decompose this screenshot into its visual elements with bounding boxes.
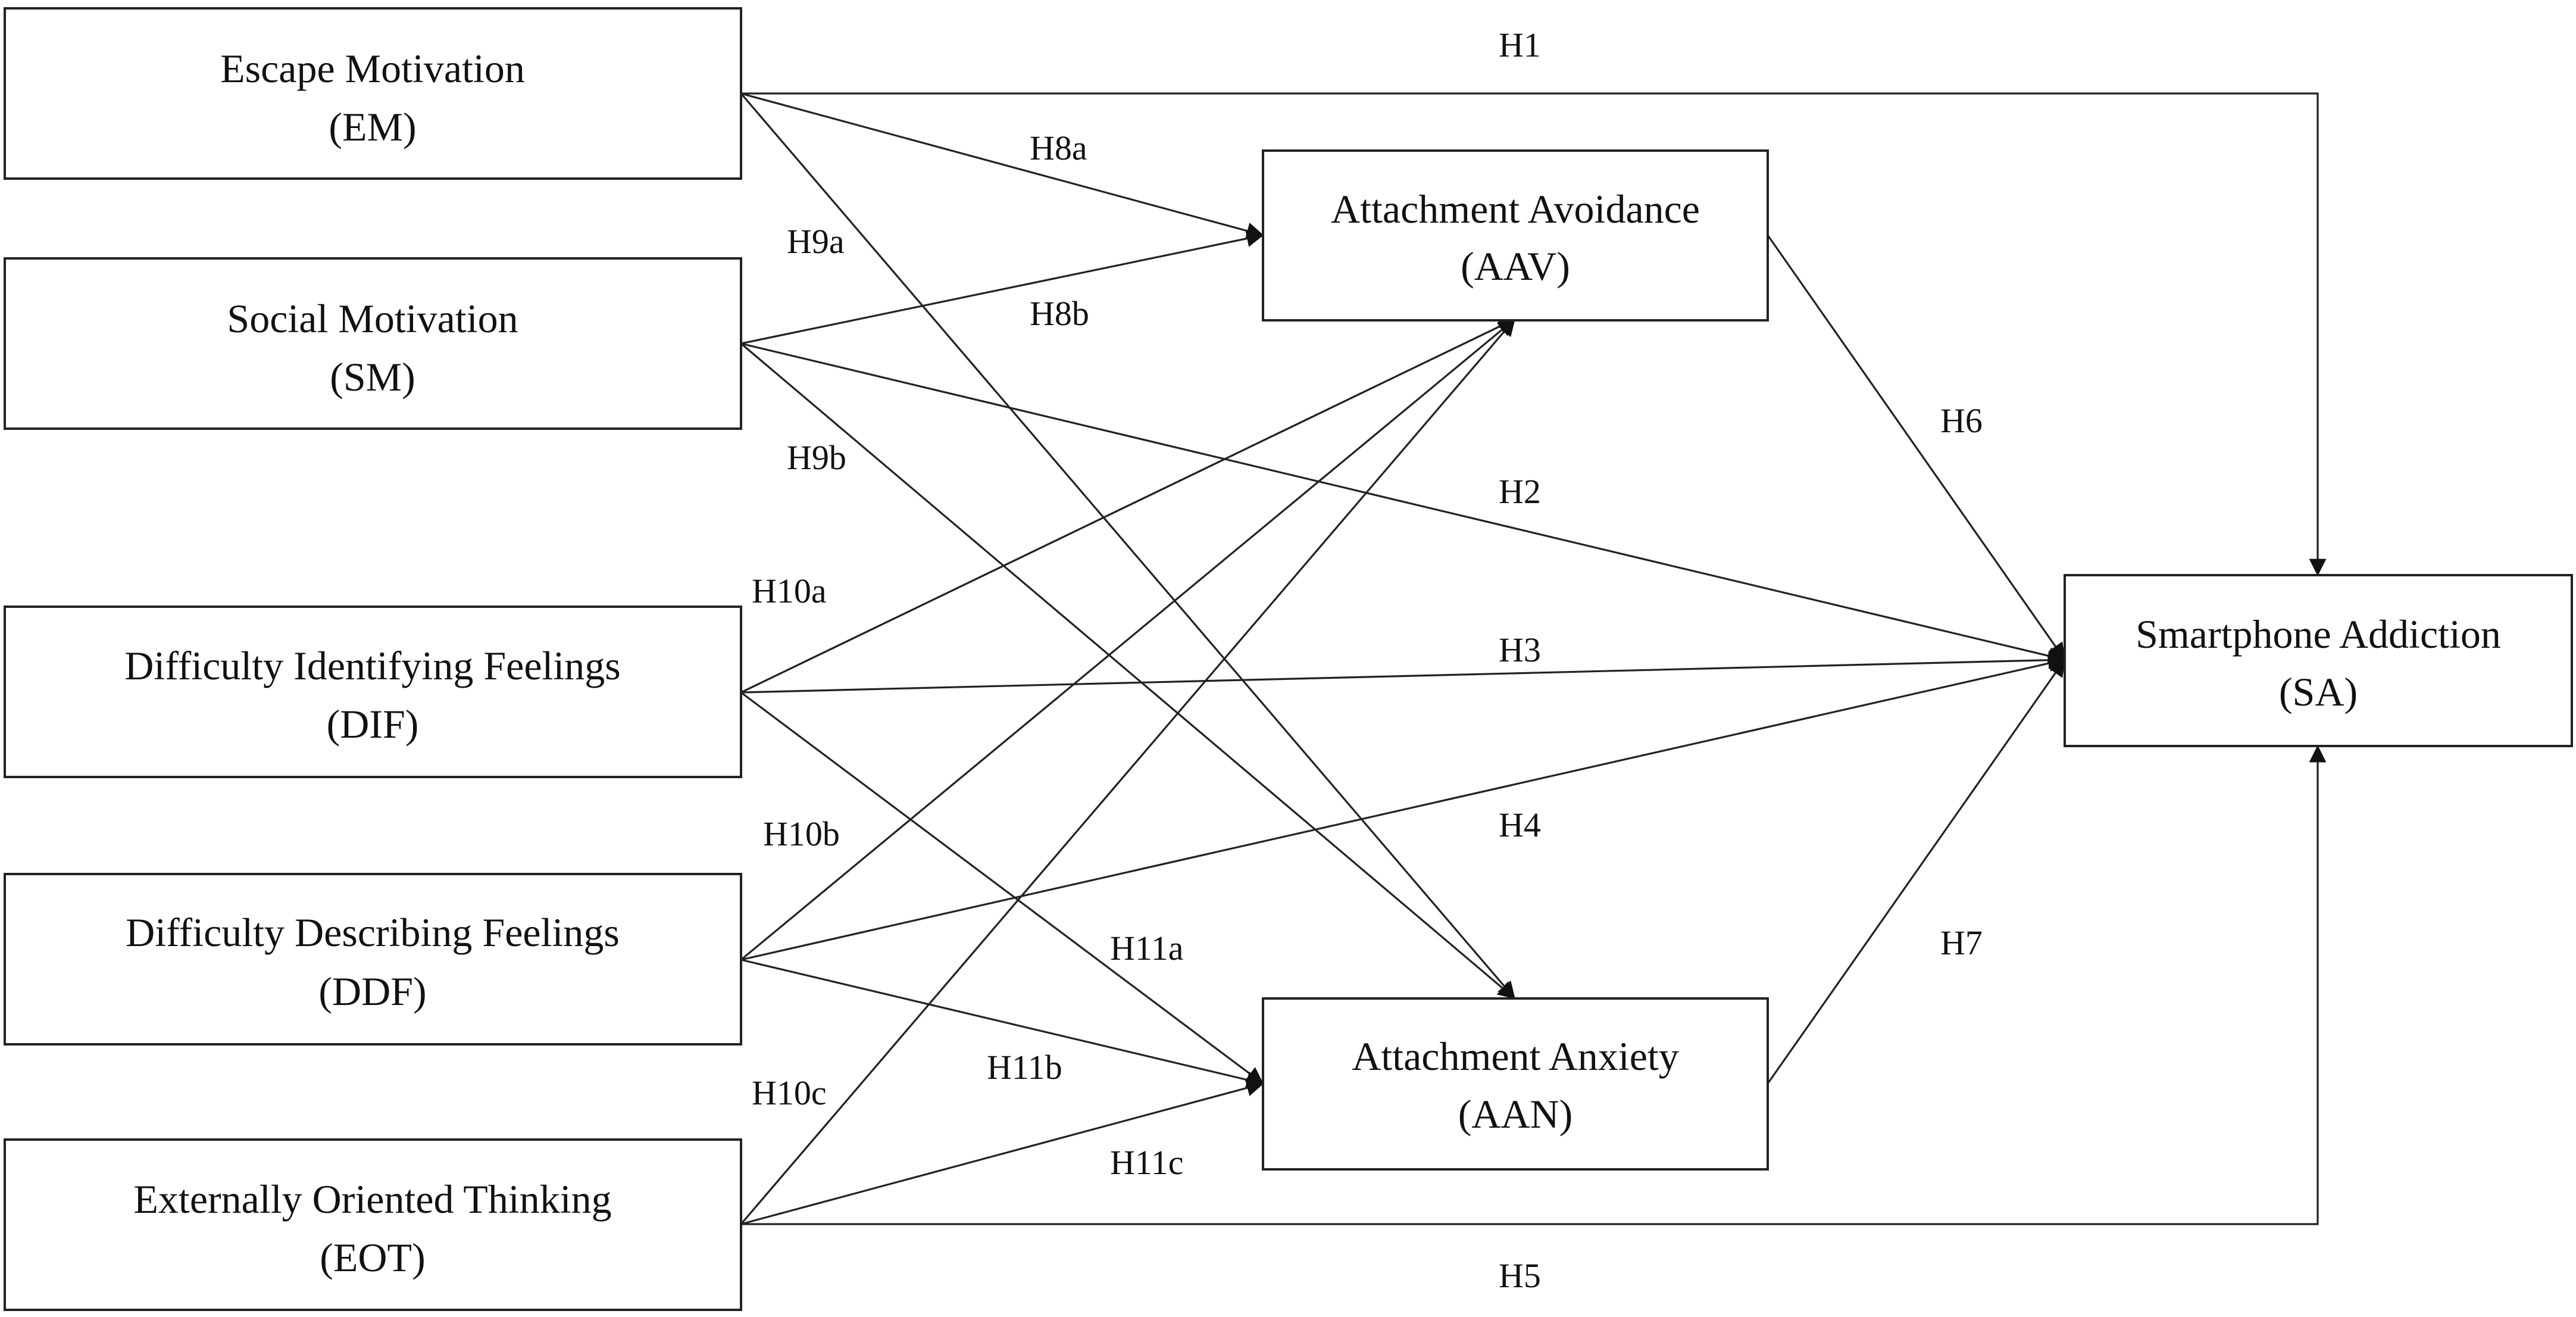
- node-ddf-box: [4, 873, 742, 1046]
- edge-h10a: [740, 318, 1516, 694]
- node-eot-box: [4, 1138, 742, 1311]
- edge-label-h7: H7: [1940, 923, 1983, 962]
- node-eot-abbr: (EOT): [320, 1235, 425, 1280]
- edge-label-h11b: H11b: [987, 1048, 1062, 1087]
- node-sm-title: Social Motivation: [227, 296, 518, 341]
- node-sm-abbr: (SM): [330, 354, 415, 400]
- node-ddf-abbr: (DDF): [318, 969, 426, 1014]
- node-em-title: Escape Motivation: [220, 46, 525, 91]
- node-sa-title: Smartphone Addiction: [2136, 611, 2501, 657]
- edge-label-h3: H3: [1499, 631, 1541, 669]
- node-ddf: Difficulty Describing Feelings (DDF): [4, 873, 742, 1046]
- node-eot-title: Externally Oriented Thinking: [133, 1176, 611, 1222]
- edge-h10c: [740, 318, 1516, 1225]
- node-aan-box: [1262, 997, 1769, 1171]
- node-dif: Difficulty Identifying Feelings (DIF): [4, 606, 742, 778]
- edge-h10b: [740, 318, 1516, 961]
- edge-label-h8b: H8b: [1030, 294, 1089, 333]
- edge-labels: H1 H8a H9a H8b H9b H6 H2 H10a H3 H4 H10b…: [752, 26, 1983, 1295]
- node-sm-box: [4, 257, 742, 430]
- node-em: Escape Motivation (EM): [4, 7, 742, 180]
- edge-h3: [740, 651, 2066, 694]
- node-em-abbr: (EM): [329, 104, 416, 149]
- edge-label-h10c: H10c: [752, 1073, 827, 1112]
- node-aan: Attachment Anxiety (AAN): [1262, 997, 1769, 1171]
- edge-h2: [740, 342, 2066, 664]
- node-aan-title: Attachment Anxiety: [1352, 1034, 1679, 1079]
- edge-label-h2: H2: [1499, 472, 1541, 511]
- edge-h8a: [740, 92, 1264, 239]
- node-aav-title: Attachment Avoidance: [1331, 186, 1700, 232]
- edge-label-h9b: H9b: [787, 438, 846, 477]
- edge-label-h1: H1: [1499, 26, 1541, 64]
- node-sm: Social Motivation (SM): [4, 257, 742, 430]
- node-aav: Attachment Avoidance (AAV): [1262, 149, 1769, 322]
- node-aav-box: [1262, 149, 1769, 322]
- node-em-box: [4, 7, 742, 180]
- node-dif-box: [4, 606, 742, 778]
- edge-h6: [1767, 235, 2066, 661]
- edge-h11c: [740, 1079, 1264, 1225]
- edges: [740, 92, 2327, 1225]
- node-aan-abbr: (AAN): [1458, 1091, 1573, 1137]
- edge-h11a: [740, 691, 1264, 1085]
- node-sa: Smartphone Addiction (SA): [2064, 574, 2573, 747]
- edge-h9b: [740, 342, 1516, 1000]
- edge-label-h8a: H8a: [1030, 129, 1087, 167]
- node-aav-abbr: (AAV): [1461, 244, 1570, 289]
- node-sa-abbr: (SA): [2279, 669, 2358, 714]
- edge-label-h10a: H10a: [752, 572, 827, 610]
- edge-label-h5: H5: [1499, 1256, 1541, 1295]
- node-dif-abbr: (DIF): [327, 701, 419, 747]
- edge-h11b: [740, 959, 1264, 1088]
- edge-label-h11c: H11c: [1110, 1143, 1183, 1182]
- edge-label-h9a: H9a: [787, 222, 845, 261]
- edge-h5: [741, 745, 2327, 1225]
- edge-label-h4: H4: [1499, 806, 1541, 844]
- edge-h8b: [740, 230, 1264, 345]
- edge-h9a: [740, 92, 1516, 1000]
- edge-label-h10b: H10b: [763, 814, 840, 853]
- edge-h1: [741, 92, 2327, 576]
- edge-h4: [740, 655, 2066, 961]
- edge-label-h6: H6: [1940, 401, 1983, 440]
- edge-h7: [1767, 658, 2066, 1084]
- edge-label-h11a: H11a: [1110, 929, 1183, 968]
- node-sa-box: [2064, 574, 2573, 747]
- node-eot: Externally Oriented Thinking (EOT): [4, 1138, 742, 1311]
- node-ddf-title: Difficulty Describing Feelings: [126, 910, 620, 955]
- node-dif-title: Difficulty Identifying Feelings: [124, 643, 621, 688]
